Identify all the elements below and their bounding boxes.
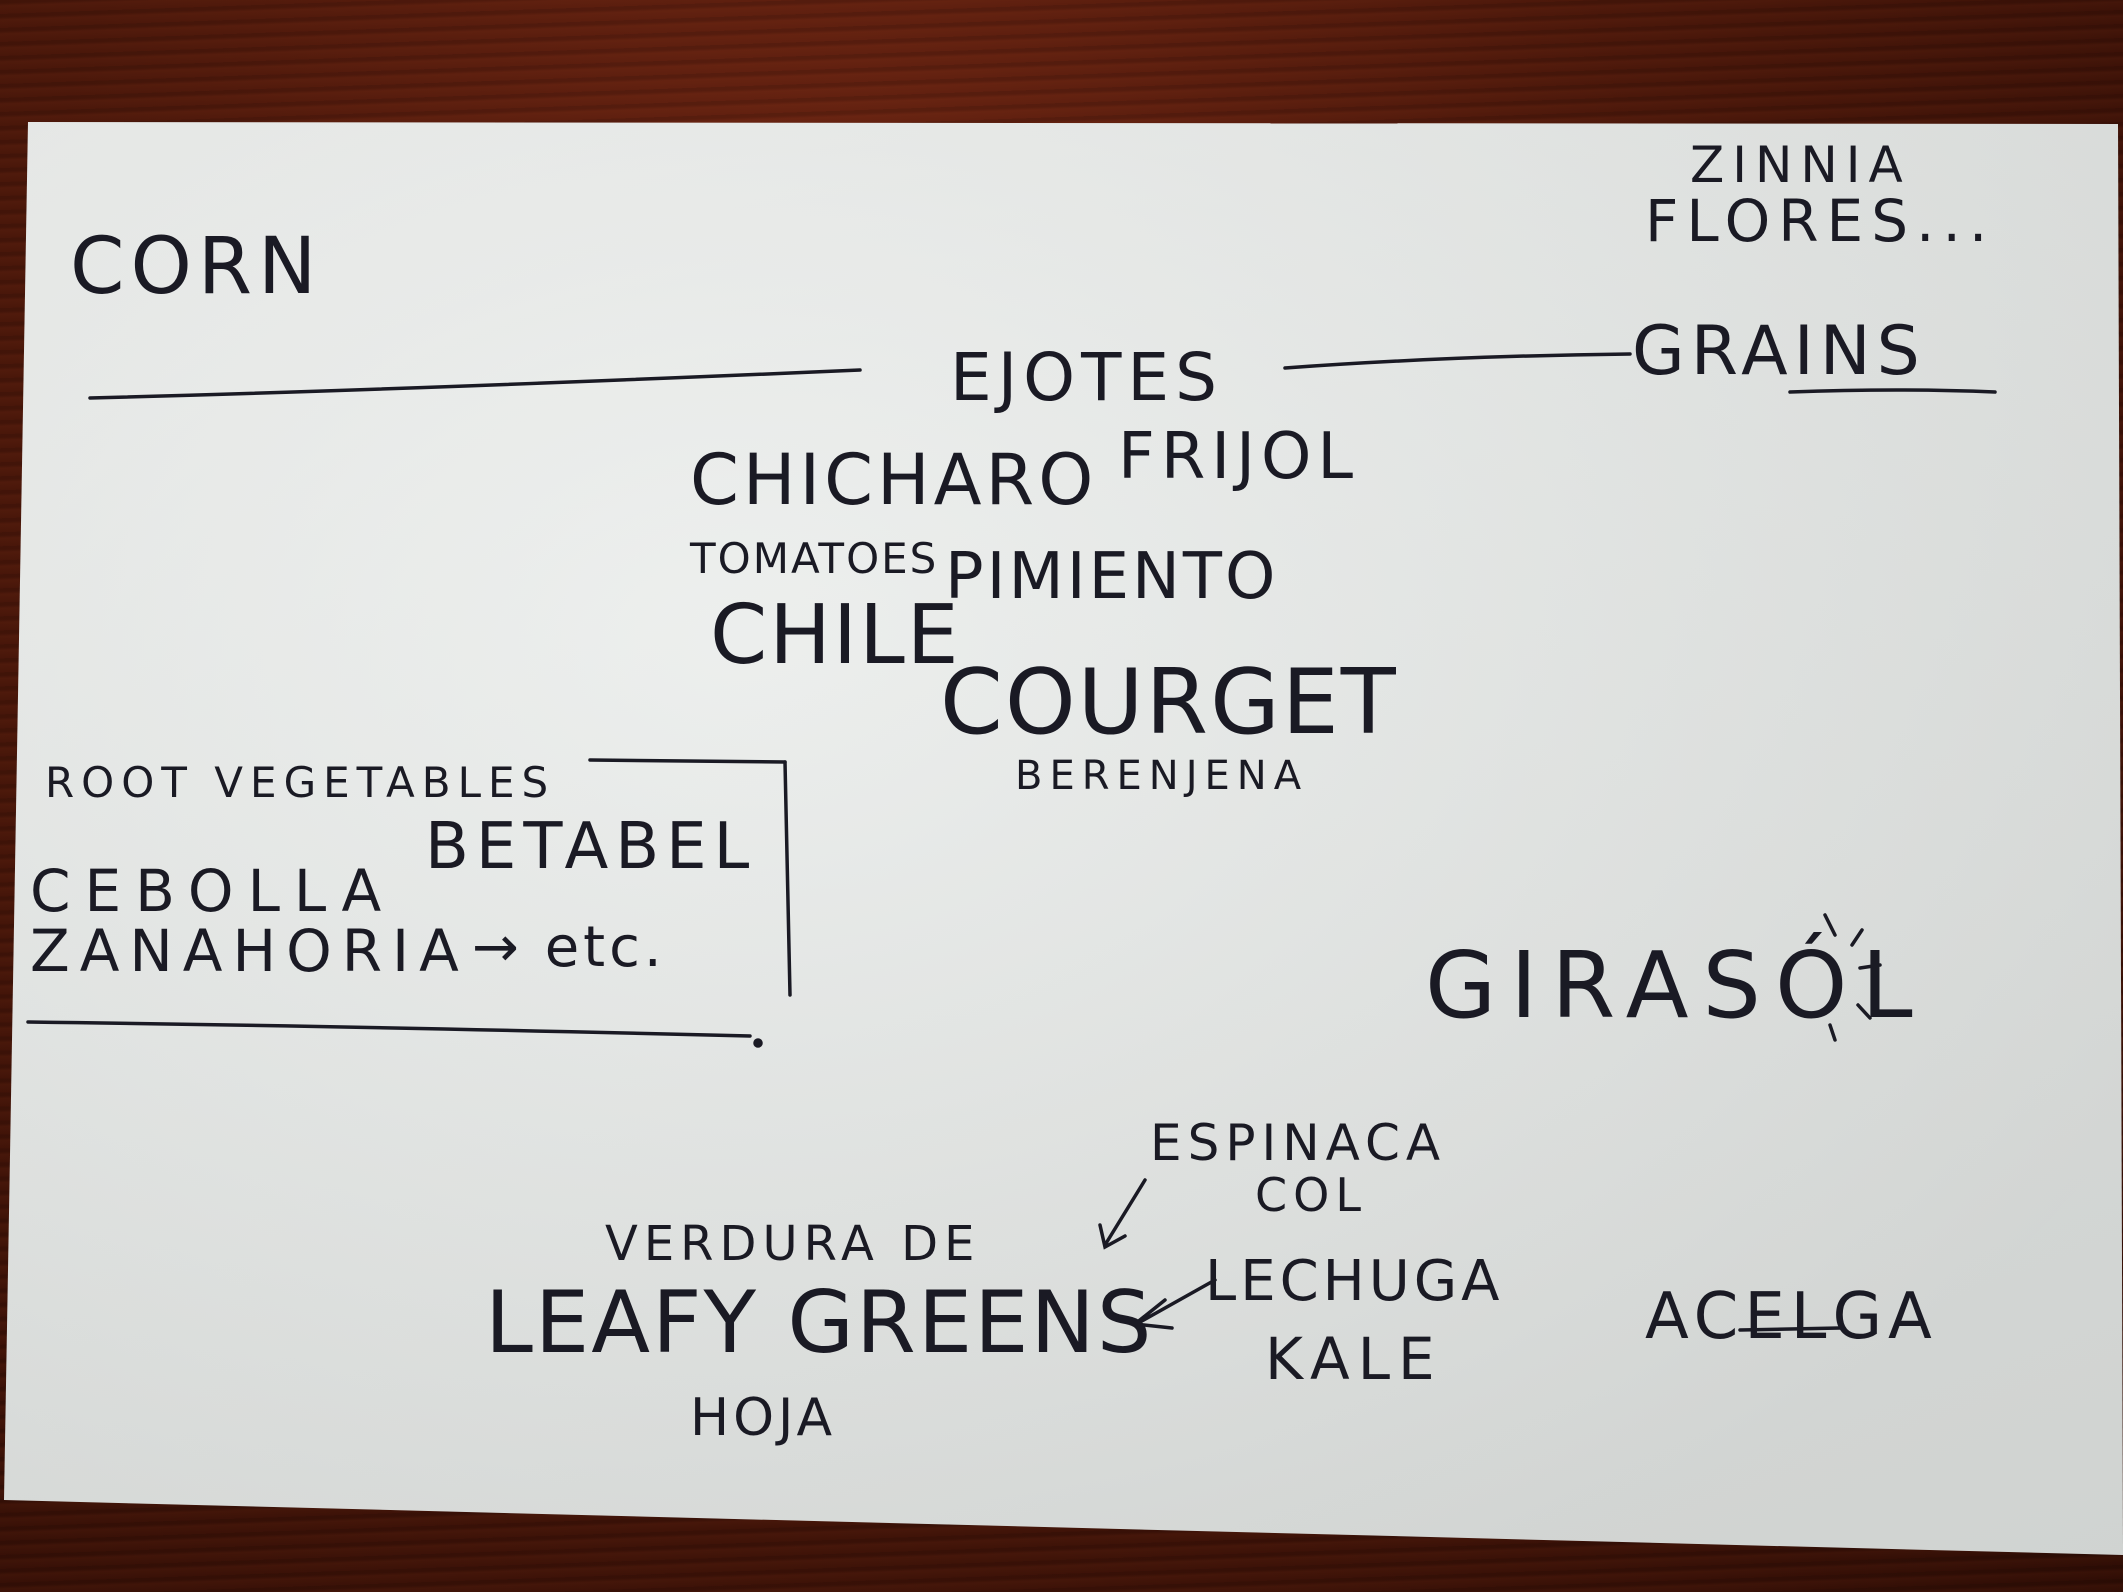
root-box-dot <box>753 1038 763 1048</box>
acelga-strike <box>1738 1326 1842 1332</box>
word-espinaca: ESPINACA <box>1150 1114 1447 1172</box>
word-pimiento: PIMIENTO <box>945 540 1279 614</box>
word-corn: CORN <box>70 222 323 312</box>
grains-underline <box>1788 388 1997 394</box>
word-leafy-greens: LEAFY GREENS <box>485 1273 1154 1373</box>
word-acelga: ACELGA <box>1645 1280 1938 1354</box>
word-tomatoes: TOMATOES <box>690 534 939 583</box>
word-kale: KALE <box>1265 1325 1443 1393</box>
sun-rays-icon <box>1823 913 1882 1042</box>
root-box-top <box>588 758 787 764</box>
word-ejotes: EJOTES <box>950 339 1224 416</box>
word-girasol: GIRASÓL <box>1425 932 1927 1039</box>
root-box-right <box>783 760 792 997</box>
word-courget: COURGET <box>940 650 1398 755</box>
word-lechuga: LECHUGA <box>1205 1249 1504 1314</box>
word-verdura-de: VERDURA DE <box>605 1216 981 1272</box>
divider-line-right <box>1283 352 1632 370</box>
word-col: COL <box>1255 1168 1367 1222</box>
word-etc: → etc. <box>472 915 666 980</box>
word-zinnia: ZINNIA <box>1690 136 1911 194</box>
divider-line-left <box>88 368 862 400</box>
word-hoja: HOJA <box>690 1388 837 1448</box>
word-flores: FLORES... <box>1645 187 1996 255</box>
word-berenjena: BERENJENA <box>1015 753 1309 799</box>
word-chile: CHILE <box>710 588 961 683</box>
label-root-vegetables: ROOT VEGETABLES <box>45 758 556 807</box>
word-grains: GRAINS <box>1632 312 1926 391</box>
word-betabel: BETABEL <box>425 810 757 884</box>
root-box-bottom <box>26 1020 752 1038</box>
arrow-espinaca <box>1098 1178 1147 1250</box>
word-chicharo: CHICHARO <box>690 439 1098 521</box>
arrow-lechuga <box>1130 1278 1217 1330</box>
word-zanahoria: ZANAHORIA <box>30 917 469 985</box>
word-cebolla: CEBOLLA <box>30 857 396 925</box>
word-frijol: FRIJOL <box>1118 420 1360 494</box>
